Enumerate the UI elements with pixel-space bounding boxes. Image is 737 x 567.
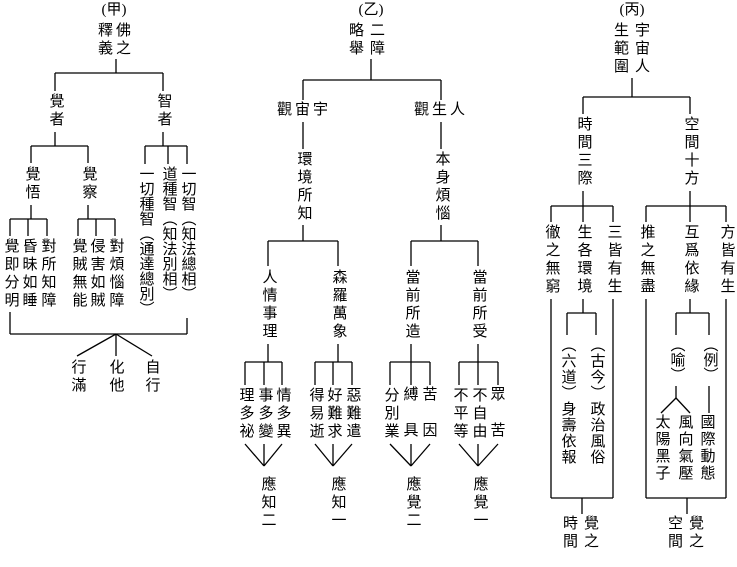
t3-col-san-jie-you-sheng: 三皆有生	[605, 224, 622, 296]
t1-node-zhizhe: 智者	[155, 93, 172, 129]
connector-line	[314, 443, 334, 467]
t2-col-zhong-ku: 苦	[490, 423, 506, 439]
t2-col-li-duo-mi: 理多祕	[237, 387, 254, 441]
t3-col-fengxiang-qiya: 風向氣壓	[676, 414, 693, 482]
t1-node-juewu: 覺悟	[23, 166, 40, 202]
t2-title-row1: 略二	[348, 23, 392, 39]
t1-node-juecha: 覺察	[80, 166, 97, 202]
t2-leaf-ying-zhi-yi: 應知一	[329, 476, 346, 530]
t2-node-huanjing-suozhi: 環境所知	[295, 151, 312, 223]
t1-col-qin-hai-ru-zei: 侵害如賊	[88, 238, 105, 310]
t3-leaf-shijian-row2: 間之	[562, 534, 606, 550]
connector-line	[410, 443, 431, 467]
t3-col-che-zhi-wu-qiong: 徹之無窮	[543, 224, 560, 296]
t2-leaf-ying-jue-er: 應覺二	[404, 476, 421, 530]
t2-node-benshen-fannao: 本身煩惱	[433, 151, 450, 223]
t1-col-hun-mei-ru-shui: 昏昧如睡	[20, 238, 37, 310]
t2-node-renqing-shili: 人情事理	[260, 269, 277, 341]
t2-leaf-ying-jue-yi: 應覺一	[471, 476, 488, 530]
connector-line	[458, 443, 479, 467]
connector-line	[244, 443, 265, 467]
connector-line	[389, 443, 412, 467]
t2-node-renshengguan: 觀生人	[413, 102, 469, 118]
connector-line	[263, 443, 283, 467]
t3-node-li: ︵例︶	[701, 337, 718, 382]
t2-col-e-nan-qian: 惡難遣	[344, 387, 361, 441]
connector-line	[660, 397, 677, 414]
t3-col-guoji-dongtai: 國際動態	[698, 414, 715, 482]
t3-title-row3: 圍人	[613, 59, 657, 75]
t3-col-taiyang-heizi: 太陽黑子	[653, 414, 670, 482]
t2-col-ju: 具	[403, 423, 419, 439]
t2-col-bu-zi-you: 不自由	[470, 387, 487, 441]
t2-col-fu: 縛	[403, 387, 419, 403]
t1-leaf-hua-ta: 化他	[107, 359, 124, 395]
t3-title-row2: 範宙	[613, 41, 657, 57]
t3-node-kongjian-shifang: 空間十方	[682, 116, 699, 188]
t3-col-sheng-ge-huanjing: 生各環境	[575, 224, 592, 296]
connector-line	[675, 397, 691, 414]
t3-box-liudao: ︵六道︶身壽依報	[559, 337, 576, 465]
t1-col-yiqie-zhong-zhi: 一切種智︵通達總別︶	[137, 166, 154, 316]
t1-title-row2: 義之	[97, 41, 135, 57]
connector-line	[76, 333, 117, 357]
t1-leaf-zi-xing: 自行	[143, 359, 160, 395]
t2-node-dangqian-suoshou: 當前所受	[470, 269, 487, 341]
t2-node-yuzhouguan: 觀宙宇	[276, 102, 332, 118]
connector-line	[477, 443, 499, 467]
t3-leaf-kongjian-row1: 空覺	[667, 516, 711, 532]
t3-leaf-shijian-row1: 時覺	[562, 516, 606, 532]
t3-box-gujin: ︵古今︶政治風俗	[588, 337, 605, 465]
t3-node-shijian-sanji: 時間三際	[575, 116, 592, 188]
t2-col-qing-duo-yi: 情多異	[274, 387, 291, 441]
t2-col-hao-nan-qiu: 好難求	[325, 387, 342, 441]
t1-title-row1: 釋佛	[97, 23, 135, 39]
t1-col-dui-fan-nao-zhang: 對煩惱障	[107, 238, 124, 310]
t1-leaf-xing-man: 行滿	[69, 359, 86, 395]
t3-node-yu: ︵喻︶	[668, 337, 685, 382]
t3-col-hu-wei-yi-yuan: 互爲依緣	[682, 224, 699, 296]
t1-col-yiqie-zhi: 一切智︵知法總相︶	[179, 166, 196, 301]
connector-line	[332, 443, 353, 467]
t2-col-bu-ping-deng: 不平等	[451, 387, 468, 441]
t1-node-juezhe: 覺者	[47, 93, 64, 129]
t2-col-de-yi-shi: 得易逝	[307, 387, 324, 441]
t3-title-row1: 生宇	[613, 23, 657, 39]
connector-line	[115, 333, 153, 357]
t2-section-label: (乙)	[358, 2, 384, 18]
t3-leaf-kongjian-row2: 間之	[667, 534, 711, 550]
t1-col-dao-zhong-zhi: 道種智︵知法別相︶	[160, 166, 177, 301]
t3-col-tui-zhi-wu-jin: 推之無盡	[638, 224, 655, 296]
t3-section-label: (丙)	[619, 2, 645, 18]
t1-col-dui-suo-zhi-zhang: 對所知障	[39, 238, 56, 310]
t2-col-zhong: 眾	[490, 387, 506, 403]
t1-section-label: (甲)	[101, 2, 127, 18]
t3-col-fang-jie-you-sheng: 方皆有生	[718, 224, 735, 296]
t2-col-shi-duo-bian: 事多變	[256, 387, 273, 441]
t1-col-jue-ji-fen-ming: 覺即分明	[2, 238, 19, 310]
t1-col-jue-zei-wu-neng: 覺賊無能	[70, 238, 87, 310]
t2-col-yin: 因	[422, 423, 438, 439]
t2-node-dangqian-suozao: 當前所造	[403, 269, 420, 341]
t2-node-senluo-wanxiang: 森羅萬象	[330, 269, 347, 341]
t2-col-fenbie-ye: 分別業	[382, 387, 399, 441]
t2-title-row2: 舉障	[348, 41, 392, 57]
t2-leaf-ying-zhi-er: 應知二	[259, 476, 276, 530]
t2-col-ku: 苦	[422, 387, 438, 403]
